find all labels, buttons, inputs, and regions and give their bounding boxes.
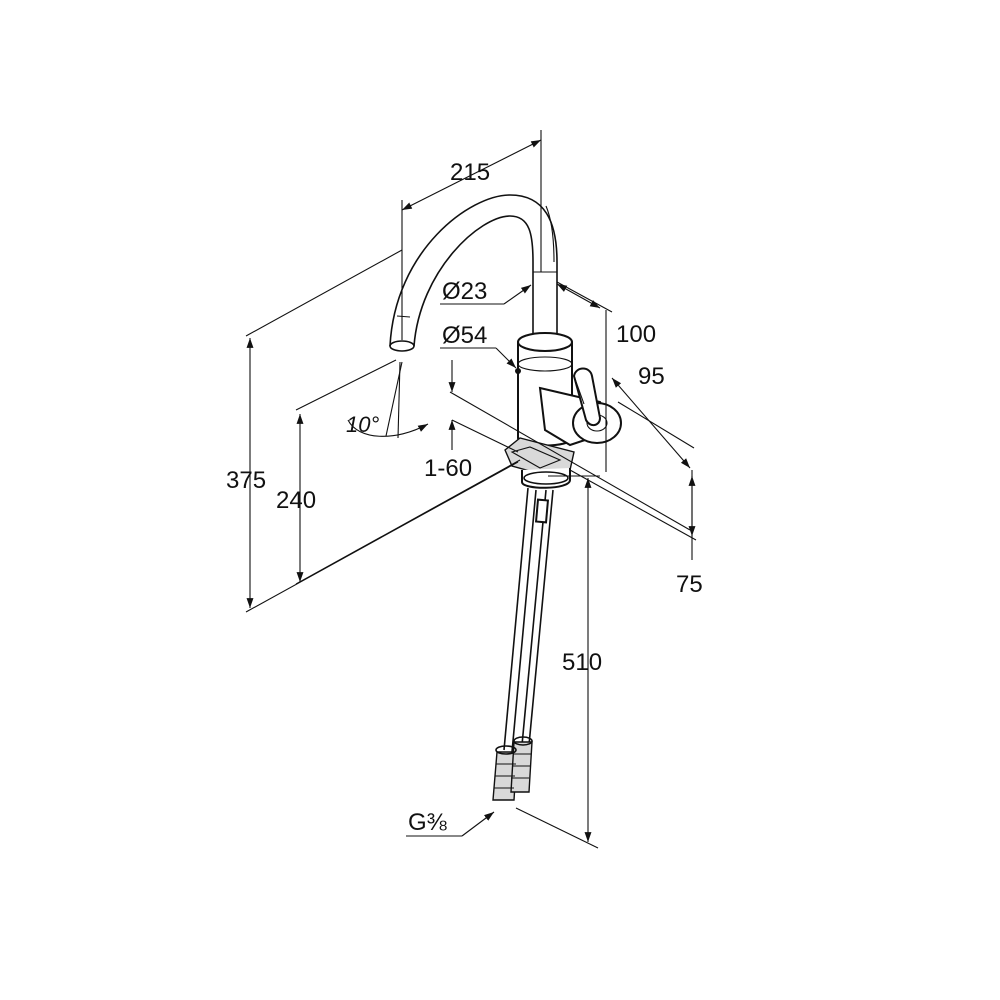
dimension-counter-thickness: 1-60 — [424, 360, 519, 482]
dim-label-1-60: 1-60 — [424, 455, 472, 482]
dim-label-100: 100 — [616, 321, 656, 348]
dim-label-375: 375 — [226, 467, 266, 494]
dimension-240: 240 — [276, 359, 521, 585]
dimension-510: 510 — [515, 475, 602, 849]
dimension-thread: G⅜ — [406, 809, 495, 837]
dim-label-75: 75 — [676, 571, 703, 598]
dim-label-10deg: 10° — [346, 412, 379, 437]
faucet-body — [515, 332, 622, 447]
dim-label-g38: G⅜ — [408, 809, 448, 836]
dimension-375: 375 — [226, 249, 519, 613]
dim-label-510: 510 — [562, 649, 602, 676]
dimension-angle-10: 10° — [346, 361, 429, 439]
dim-label-240: 240 — [276, 487, 316, 514]
dimension-d54: Ø54 — [440, 322, 517, 369]
dimension-215: 215 — [401, 130, 542, 340]
dim-label-d54: Ø54 — [442, 322, 487, 349]
dimension-d23: Ø23 — [440, 278, 532, 305]
dim-label-215: 215 — [450, 159, 490, 186]
dimension-75: 75 — [569, 469, 703, 598]
dimension-95: 95 — [449, 363, 695, 531]
supply-hoses — [492, 487, 554, 801]
dimension-100: 100 — [556, 281, 656, 472]
dim-label-95: 95 — [638, 363, 665, 390]
dim-label-d23: Ø23 — [442, 278, 487, 305]
